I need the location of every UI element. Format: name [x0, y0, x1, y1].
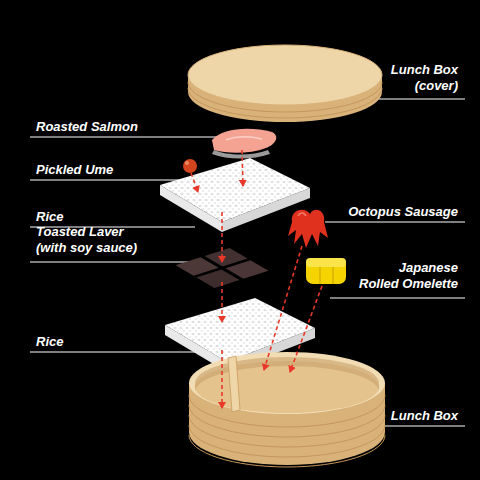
- salmon-piece: [212, 129, 276, 159]
- part-label: Roasted Salmon: [36, 119, 138, 135]
- rice-slab: [160, 158, 310, 232]
- leader-lines: [30, 99, 465, 426]
- part-label: Lunch Box (cover): [391, 62, 458, 94]
- rolled-omelette: [306, 258, 346, 284]
- lunch-box: [189, 352, 385, 467]
- pickled-ume: [183, 159, 197, 173]
- part-label: Toasted Laver (with soy sauce): [36, 224, 137, 256]
- assembly-arrows: [191, 150, 322, 408]
- lunch-box-cover: [188, 45, 382, 122]
- octopus-sausage: [288, 210, 328, 248]
- part-label: Japanese Rolled Omelette: [359, 260, 458, 292]
- part-label: Lunch Box: [391, 408, 458, 424]
- part-label: Pickled Ume: [36, 162, 113, 178]
- part-label: Rice: [36, 334, 63, 350]
- part-label: Rice: [36, 209, 63, 225]
- part-label: Octopus Sausage: [348, 204, 458, 220]
